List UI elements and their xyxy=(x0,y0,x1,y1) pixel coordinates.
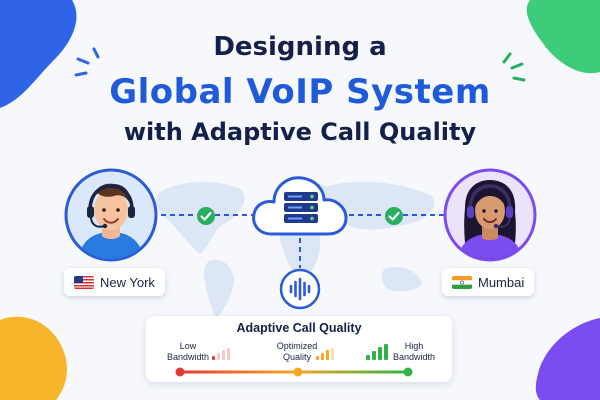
optimized-quality-label: Optimized Quality xyxy=(264,341,330,363)
title-line-3: with Adaptive Call Quality xyxy=(123,118,477,146)
optimized-quality-line2: Quality xyxy=(282,352,311,362)
quality-gradient-slider xyxy=(175,367,413,377)
signal-high-icon xyxy=(366,344,388,360)
high-bandwidth-line1: High xyxy=(404,341,424,351)
location-new-york: New York xyxy=(64,268,165,296)
avatar-mumbai-agent xyxy=(443,168,537,262)
signal-mid-icon xyxy=(316,348,334,360)
check-circle-icon xyxy=(385,207,403,225)
signal-low-icon xyxy=(212,348,230,360)
corner-blob-top-right xyxy=(526,0,600,74)
sparkle-right-icon xyxy=(502,52,526,82)
location-mumbai: Mumbai xyxy=(442,268,535,296)
low-bandwidth-line2: Bandwidth xyxy=(166,352,210,362)
corner-blob-bottom-left xyxy=(0,316,67,400)
location-label-left: New York xyxy=(100,274,155,290)
sparkle-left-icon xyxy=(74,47,100,77)
us-flag-icon xyxy=(74,275,94,289)
low-bandwidth-label: Low Bandwidth xyxy=(158,341,218,363)
title-line-1: Designing a xyxy=(213,32,387,62)
corner-blob-top-left xyxy=(0,0,77,108)
high-bandwidth-label: High Bandwidth xyxy=(384,341,444,363)
location-label-right: Mumbai xyxy=(478,274,525,290)
india-flag-icon xyxy=(452,275,472,289)
title-line-2: Global VoIP System xyxy=(109,72,491,112)
quality-panel-title: Adaptive Call Quality xyxy=(236,321,362,335)
adaptive-quality-panel: Adaptive Call Quality Low Bandwidth Opti… xyxy=(146,316,452,382)
optimized-quality-line1: Optimized xyxy=(276,341,318,351)
voice-waveform-icon xyxy=(279,268,321,310)
corner-blob-bottom-right xyxy=(535,318,600,400)
avatar-new-york-agent xyxy=(64,168,158,262)
high-bandwidth-line2: Bandwidth xyxy=(392,352,436,362)
low-bandwidth-line1: Low xyxy=(179,341,197,351)
check-circle-icon xyxy=(197,207,215,225)
server-cloud-icon xyxy=(252,176,348,236)
